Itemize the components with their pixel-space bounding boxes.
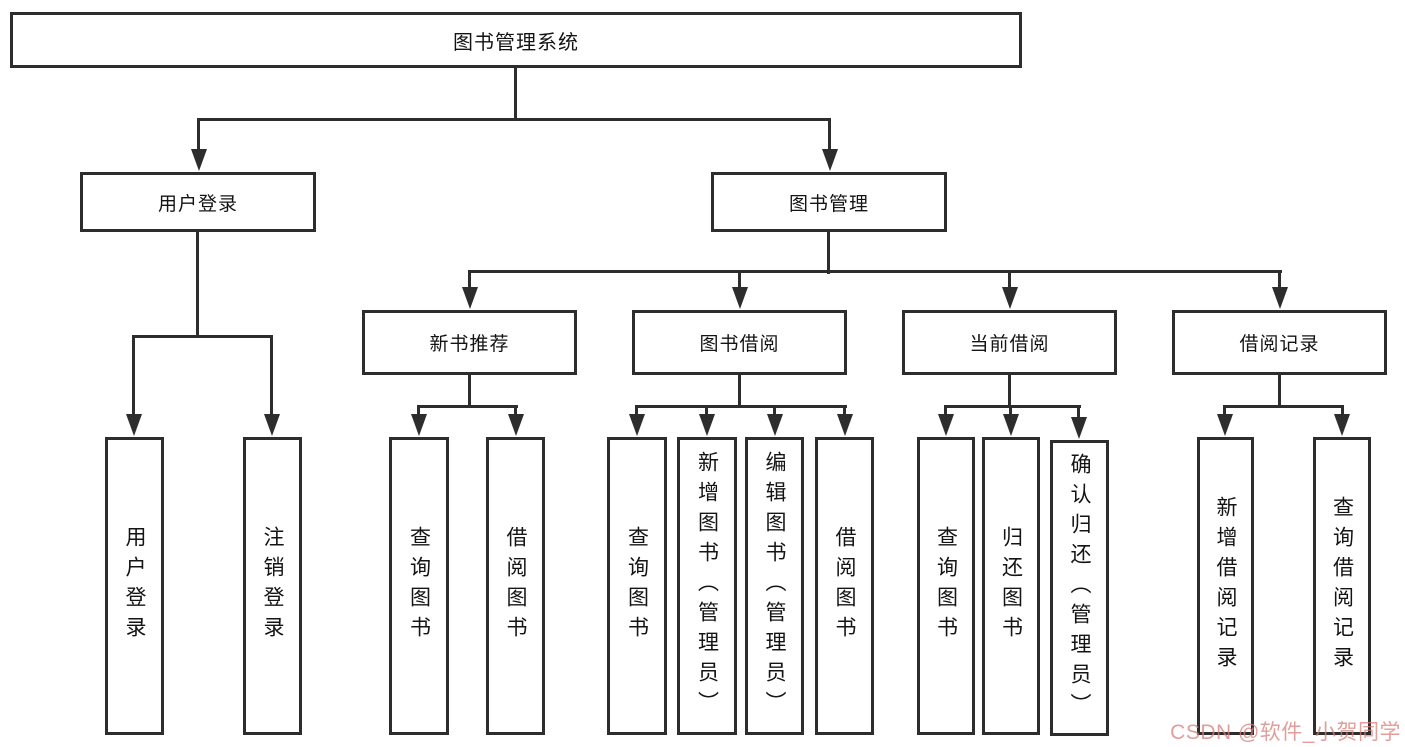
arrowhead-icon bbox=[629, 414, 645, 436]
connector-line bbox=[132, 335, 135, 417]
node-label: 借阅记录 bbox=[1239, 334, 1320, 355]
connector-line bbox=[773, 405, 776, 418]
arrowhead-icon bbox=[938, 414, 954, 436]
node-label: 图书管理 bbox=[788, 193, 869, 215]
node-new-book-recommend: 新书推荐 bbox=[362, 310, 577, 375]
node-current-borrow: 当前借阅 bbox=[902, 310, 1117, 375]
node-borrow-records: 借阅记录 bbox=[1172, 310, 1387, 375]
arrowhead-icon bbox=[508, 414, 524, 436]
leaf-label: 注销登录 bbox=[261, 526, 284, 646]
leaf-add-borrow-record: 新增借阅记录 bbox=[1197, 437, 1254, 735]
node-library-management-system: 图书管理系统 bbox=[10, 12, 1022, 68]
leaf-label: 查询图书 bbox=[407, 526, 431, 646]
connector-line bbox=[1223, 405, 1344, 408]
arrowhead-icon bbox=[1334, 414, 1350, 436]
connector-line bbox=[196, 232, 199, 338]
arrowhead-icon bbox=[732, 287, 748, 309]
connector-line bbox=[270, 335, 273, 417]
arrowhead-icon bbox=[126, 414, 142, 436]
connector-line bbox=[843, 405, 846, 418]
connector-line bbox=[468, 270, 1282, 273]
connector-line bbox=[417, 405, 518, 408]
connector-line bbox=[197, 118, 200, 152]
leaf-label: 新增图书（管理员） bbox=[695, 451, 719, 721]
leaf-label: 新增借阅记录 bbox=[1214, 496, 1237, 676]
connector-line bbox=[635, 405, 638, 418]
connector-line bbox=[1341, 405, 1344, 418]
leaf-confirm-return-admin: 确认归还（管理员） bbox=[1050, 440, 1109, 736]
connector-line bbox=[468, 270, 471, 292]
arrowhead-icon bbox=[837, 414, 853, 436]
connector-line bbox=[944, 405, 947, 418]
connector-line bbox=[468, 375, 471, 408]
node-label: 新书推荐 bbox=[429, 334, 510, 355]
connector-line bbox=[944, 405, 1081, 408]
connector-line bbox=[1077, 405, 1080, 420]
leaf-borrow-book-recommend: 借阅图书 bbox=[486, 437, 545, 735]
leaf-edit-book-admin: 编辑图书（管理员） bbox=[745, 437, 804, 735]
leaf-query-book-recommend: 查询图书 bbox=[389, 437, 449, 735]
leaf-return-book: 归还图书 bbox=[982, 437, 1040, 735]
connector-line bbox=[1278, 375, 1281, 408]
connector-line bbox=[827, 232, 830, 274]
leaf-query-book-borrow: 查询图书 bbox=[607, 437, 667, 735]
connector-line bbox=[514, 405, 517, 418]
node-book-borrow: 图书借阅 bbox=[632, 310, 847, 375]
leaf-query-borrow-record: 查询借阅记录 bbox=[1313, 437, 1371, 735]
leaf-label: 归还图书 bbox=[999, 526, 1023, 646]
arrowhead-icon bbox=[411, 414, 427, 436]
leaf-label: 查询借阅记录 bbox=[1330, 496, 1354, 676]
arrowhead-icon bbox=[1217, 414, 1233, 436]
arrowhead-icon bbox=[822, 149, 838, 171]
connector-line bbox=[705, 405, 708, 418]
connector-line bbox=[1008, 270, 1011, 292]
leaf-label: 借阅图书 bbox=[833, 526, 856, 646]
arrowhead-icon bbox=[191, 149, 207, 171]
connector-line bbox=[828, 118, 831, 152]
connector-line bbox=[738, 375, 741, 408]
connector-line bbox=[1009, 405, 1012, 418]
leaf-label: 确认归还（管理员） bbox=[1068, 453, 1091, 723]
leaf-label: 用户登录 bbox=[123, 526, 146, 646]
leaf-logout: 注销登录 bbox=[243, 437, 302, 735]
node-label: 图书管理系统 bbox=[453, 31, 579, 54]
arrowhead-icon bbox=[1003, 414, 1019, 436]
leaf-query-book-current: 查询图书 bbox=[917, 437, 975, 735]
node-label: 图书借阅 bbox=[699, 334, 780, 355]
connector-line bbox=[132, 335, 273, 338]
leaf-label: 编辑图书（管理员） bbox=[763, 451, 786, 721]
connector-line bbox=[1223, 405, 1226, 418]
arrowhead-icon bbox=[264, 414, 280, 436]
leaf-borrow-book: 借阅图书 bbox=[815, 437, 874, 735]
arrowhead-icon bbox=[699, 414, 715, 436]
connector-line bbox=[1278, 270, 1281, 292]
node-label: 用户登录 bbox=[157, 193, 238, 215]
connector-line bbox=[635, 405, 847, 408]
arrowhead-icon bbox=[767, 414, 783, 436]
leaf-label: 查询图书 bbox=[934, 526, 958, 646]
arrowhead-icon bbox=[1071, 417, 1087, 439]
connector-line bbox=[417, 405, 420, 418]
arrowhead-icon bbox=[1272, 287, 1288, 309]
node-label: 当前借阅 bbox=[969, 334, 1050, 355]
leaf-add-book-admin: 新增图书（管理员） bbox=[677, 437, 737, 735]
leaf-label: 借阅图书 bbox=[504, 526, 527, 646]
connector-line bbox=[738, 270, 741, 292]
arrowhead-icon bbox=[1002, 287, 1018, 309]
connector-line bbox=[514, 68, 517, 121]
connector-line bbox=[1008, 375, 1011, 408]
connector-line bbox=[197, 118, 831, 121]
node-user-login: 用户登录 bbox=[80, 172, 316, 232]
arrowhead-icon bbox=[462, 287, 478, 309]
leaf-user-login: 用户登录 bbox=[105, 437, 164, 735]
csdn-watermark: CSDN @软件_小贺同学 bbox=[1170, 721, 1401, 744]
node-book-management: 图书管理 bbox=[711, 172, 947, 232]
leaf-label: 查询图书 bbox=[625, 526, 649, 646]
